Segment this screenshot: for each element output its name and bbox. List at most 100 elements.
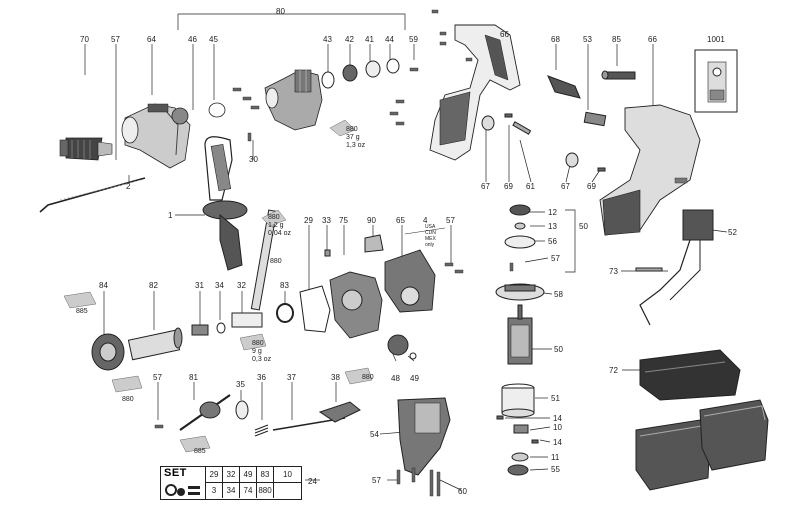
callout-68: 68 (551, 35, 560, 44)
screws-part-57-upper (444, 262, 514, 274)
selector-part-38 (318, 401, 361, 423)
battery-part-72 (639, 349, 741, 401)
callout-57d: 57 (153, 373, 162, 382)
bearing-part-12 (509, 204, 531, 216)
bushing-part-67-b (565, 152, 579, 168)
callout-72: 72 (609, 366, 618, 375)
grease-note-880-small: 880 (270, 258, 282, 265)
callout-58: 58 (554, 290, 563, 299)
bush-part-11 (511, 452, 529, 462)
callout-36: 36 (257, 373, 266, 382)
boxed-part-1001 (694, 49, 738, 113)
rod-part-32b (250, 209, 278, 311)
label-part-90 (364, 234, 384, 253)
callout-64: 64 (147, 35, 156, 44)
callout-75: 75 (339, 216, 348, 225)
handle-shell-part-66-left (429, 24, 521, 161)
callout-70: 70 (80, 35, 89, 44)
electronics-part-52 (639, 209, 714, 326)
callout-34: 34 (215, 281, 224, 290)
callout-56: 56 (548, 237, 557, 246)
set-cell-r2-5 (273, 483, 301, 498)
callout-29: 29 (304, 216, 313, 225)
callout-57c: 57 (551, 254, 560, 263)
fan-part-48 (387, 334, 409, 356)
callout-55: 55 (551, 465, 560, 474)
screw-part-14-b (531, 439, 539, 444)
callout-60: 60 (458, 487, 467, 496)
set-cell-r1-1: 29 (205, 467, 222, 482)
oring-part-83 (276, 303, 294, 323)
washer-part-13 (514, 222, 526, 230)
callout-90: 90 (367, 216, 376, 225)
callout-80: 80 (276, 7, 285, 16)
region-note: USA CDN MEX only (425, 224, 436, 248)
pin-part-61 (512, 121, 532, 135)
callout-33: 33 (322, 216, 331, 225)
gear-housing-part-80 (264, 69, 323, 131)
callout-32: 32 (237, 281, 246, 290)
stator-part-51 (501, 383, 535, 418)
callout-1001: 1001 (707, 35, 725, 44)
ring-part-45 (208, 102, 226, 118)
callout-4: 4 (423, 216, 428, 225)
callout-12: 12 (548, 208, 557, 217)
callout-66b: 66 (648, 35, 657, 44)
clip-part-10 (513, 424, 529, 434)
spring-part-36 (254, 424, 269, 437)
drill-bit-part-2 (39, 177, 146, 213)
callout-37: 37 (287, 373, 296, 382)
screw-part-33 (324, 249, 331, 257)
fan-cover-part-65 (384, 249, 436, 313)
washer-part-49 (409, 352, 417, 360)
bearing-plate-part-58 (495, 283, 545, 301)
screw-part-69-a (504, 113, 513, 118)
callout-82: 82 (149, 281, 158, 290)
set-table: SET 29 32 49 83 10 3 34 74 880 (160, 466, 302, 500)
callout-10: 10 (553, 423, 562, 432)
callout-85: 85 (612, 35, 621, 44)
set-cell-r2-2: 34 (222, 483, 239, 498)
ring-part-46 (171, 107, 189, 125)
set-cell-r1-4: 83 (256, 467, 273, 482)
set-title: SET (164, 467, 187, 479)
callout-13: 13 (548, 222, 557, 231)
chuck-part-70 (59, 137, 113, 161)
callout-50b: 50 (554, 345, 563, 354)
callout-35: 35 (236, 380, 245, 389)
callout-11: 11 (551, 453, 560, 462)
set-cell-r1-5: 10 (273, 467, 301, 482)
callout-43: 43 (323, 35, 332, 44)
bushing-part-67-a (481, 115, 495, 131)
grease-note-880-mid: 880 1,2 g 0,04 oz (268, 214, 291, 237)
callout-14b: 14 (553, 438, 562, 447)
housing-part-54 (397, 397, 451, 476)
set-badge: SET (161, 467, 206, 499)
callout-30: 30 (249, 155, 258, 164)
grease-note-880-left: 880 (122, 396, 134, 403)
motor-housing-part-75 (329, 271, 383, 339)
callout-31: 31 (195, 281, 204, 290)
callout-48: 48 (391, 374, 400, 383)
grease-note-880-lower: 880 9 g 0,3 oz (252, 340, 272, 363)
callout-57: 57 (111, 35, 120, 44)
callout-66: 66 (500, 30, 509, 39)
callout-83: 83 (280, 281, 289, 290)
screws-part-57-lower (154, 424, 441, 497)
ring-part-55 (507, 464, 529, 476)
callout-84: 84 (99, 281, 108, 290)
set-parts-icon (165, 484, 200, 496)
callout-50: 50 (579, 222, 588, 231)
spindle-part-82 (127, 327, 183, 361)
shaft-part-81 (179, 394, 231, 431)
set-cell-r1-3: 49 (239, 467, 256, 482)
callout-67b: 67 (561, 182, 570, 191)
callout-2: 2 (126, 182, 131, 191)
callout-69: 69 (504, 182, 513, 191)
callout-73: 73 (609, 267, 618, 276)
grease-note-880-top: 880 37 g 1,3 oz (346, 126, 366, 149)
pins-part-73 (635, 267, 663, 272)
slider-part-53 (583, 111, 607, 127)
bracket-80 (177, 13, 406, 30)
plate-part-56 (504, 235, 536, 249)
